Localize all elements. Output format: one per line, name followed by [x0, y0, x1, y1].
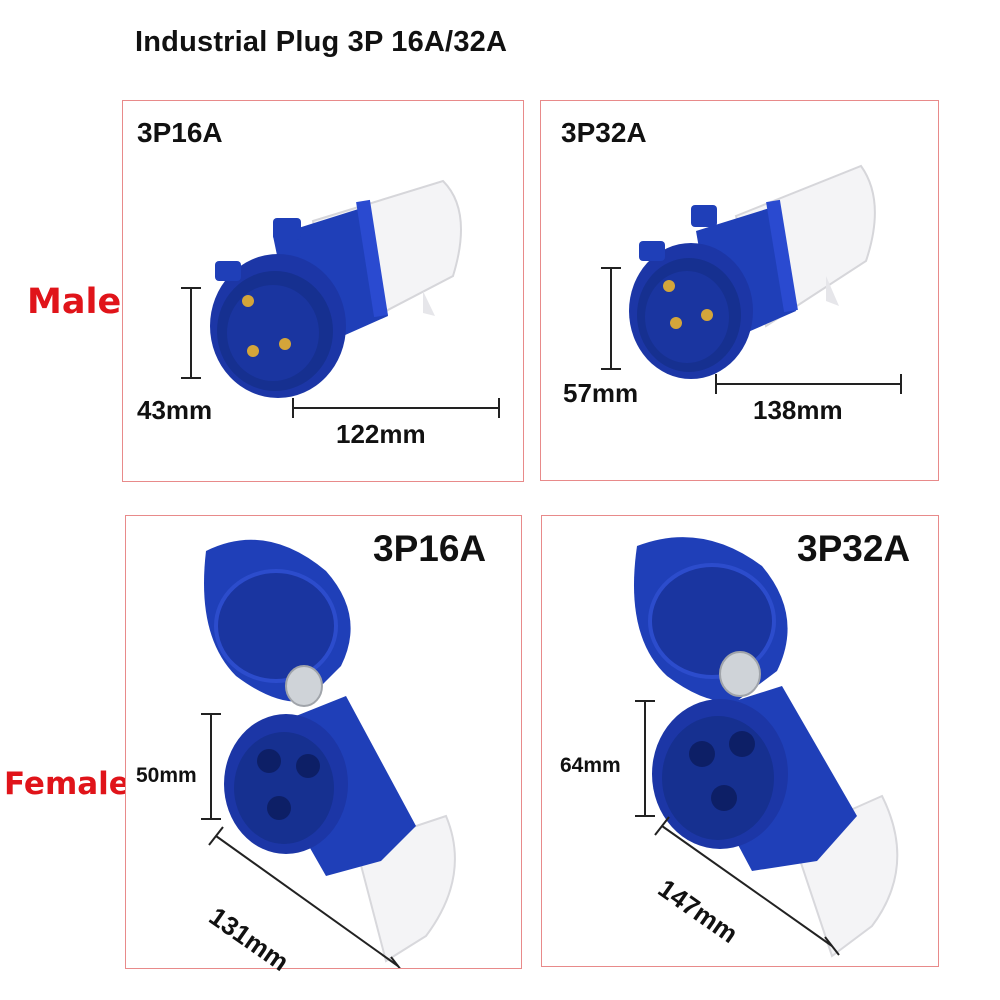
male-plug-32a-image	[601, 164, 902, 394]
dimension-height: 57mm	[563, 378, 639, 408]
page-title: Industrial Plug 3P 16A/32A	[135, 26, 508, 58]
panel-female-32a: 3P32A 64mm 147mm	[541, 515, 939, 967]
panel-caption: 3P32A	[797, 528, 911, 569]
row-label-female: Female	[4, 766, 130, 802]
row-label-male: Male	[27, 282, 122, 322]
panel-female-16a: 3P16A 50mm 131mm	[125, 515, 522, 977]
panel-male-32a: 3P32A 57mm 138mm	[540, 100, 939, 481]
panel-caption: 3P16A	[373, 528, 487, 569]
panel-caption: 3P32A	[561, 117, 647, 148]
female-socket-16a-image	[201, 539, 456, 968]
dimension-length: 138mm	[753, 395, 843, 425]
dimension-length: 122mm	[336, 419, 426, 449]
dimension-height: 64mm	[560, 754, 621, 777]
panel-male-16a: 3P16A 43mm 122mm	[122, 100, 524, 482]
dimension-height: 43mm	[137, 395, 213, 425]
female-socket-32a-image	[633, 537, 899, 958]
dimension-height: 50mm	[136, 764, 197, 787]
panel-caption: 3P16A	[137, 117, 223, 148]
male-plug-16a-image	[181, 179, 500, 418]
